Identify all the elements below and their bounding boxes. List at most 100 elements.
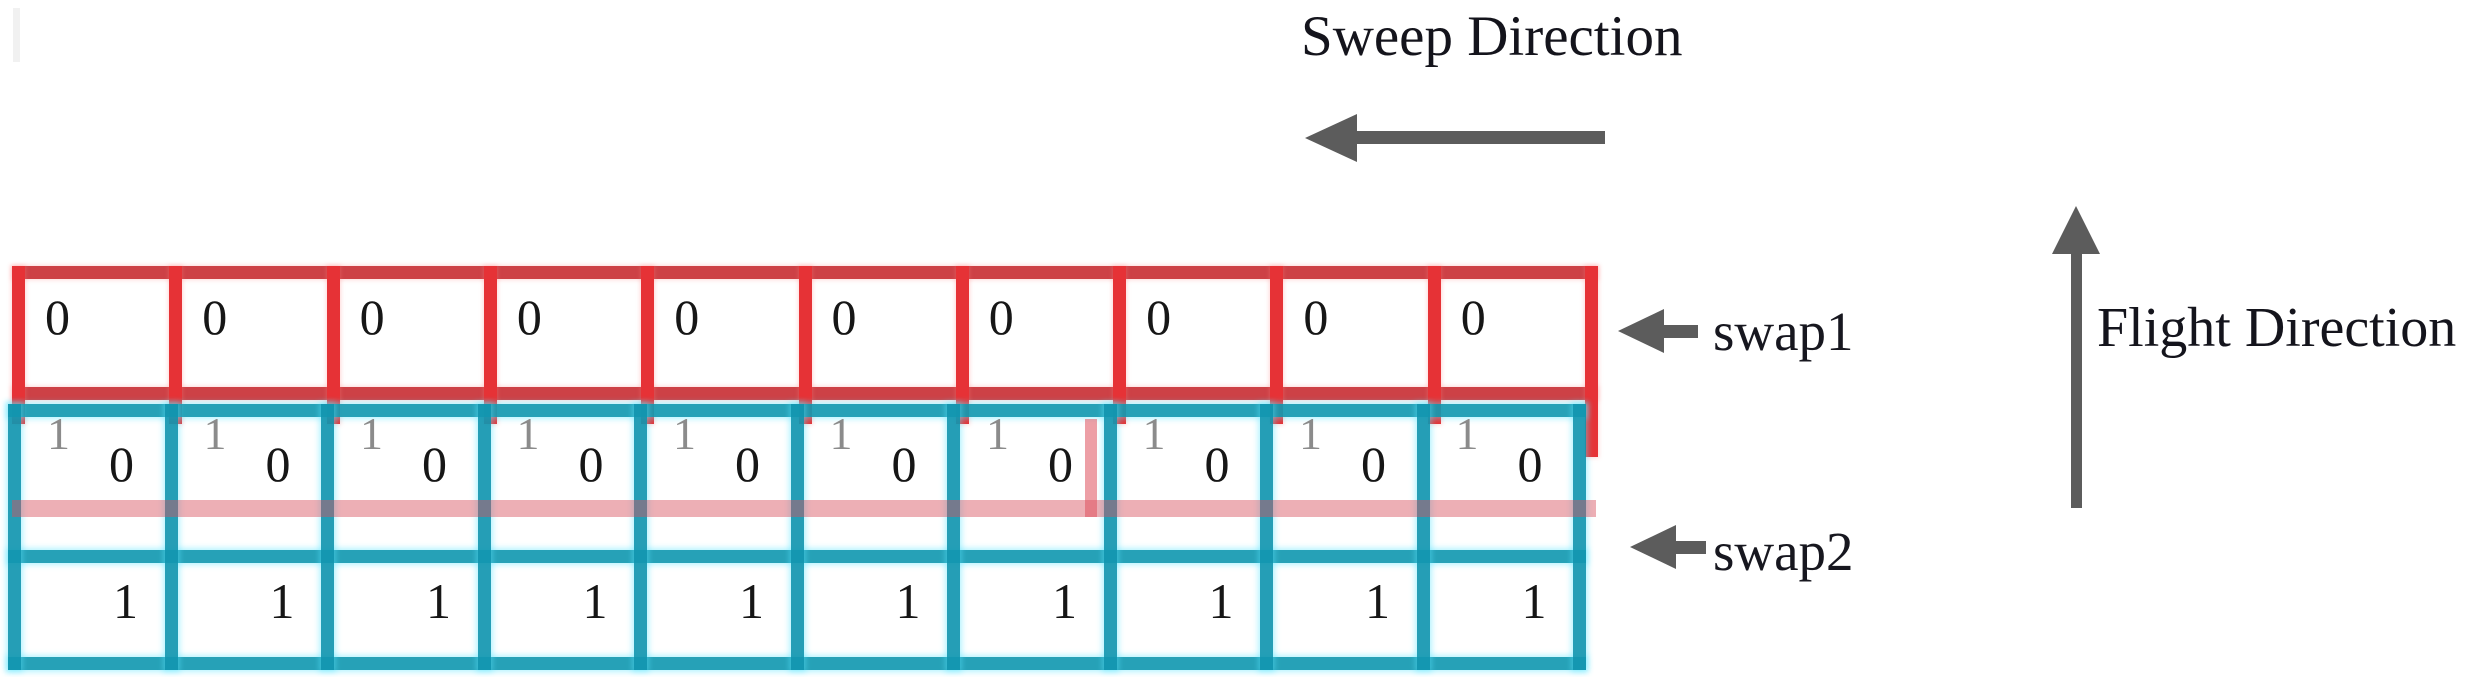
- grid-cell-bottom: 1: [1117, 563, 1261, 657]
- cyan-grid-vline: [947, 404, 960, 670]
- grid-cell-bottom: 1: [491, 563, 635, 657]
- grid-cell-swap1: 0: [497, 279, 641, 387]
- cell-ghost-value: 1: [673, 408, 696, 459]
- swap1-label: swap1: [1713, 301, 1854, 362]
- cell-value: 1: [1365, 573, 1390, 629]
- arrow-shaft: [1658, 325, 1698, 338]
- cell-value: 1: [1208, 573, 1234, 629]
- cell-ghost-value: 1: [1142, 408, 1166, 459]
- grid-cell-swap1: 0: [25, 279, 169, 387]
- cell-value: 0: [831, 289, 857, 345]
- cell-value: 0: [45, 289, 70, 345]
- cyan-grid-vline: [634, 404, 647, 670]
- grid-cell-swap1: 0: [1283, 279, 1427, 387]
- cell-ghost-value: 1: [47, 408, 70, 459]
- grid-cell-swap1: 0: [1126, 279, 1270, 387]
- sweep-direction-label: Sweep Direction: [1301, 5, 1683, 68]
- red-grid-vline: [1585, 266, 1598, 457]
- cyan-grid-vline: [164, 404, 178, 670]
- grid-cell-swap1: 0: [182, 279, 326, 387]
- cell-value: 0: [735, 436, 760, 492]
- grid-cell-bottom: 1: [1273, 563, 1417, 657]
- cell-value: 1: [113, 573, 138, 629]
- cyan-grid-vline: [8, 404, 21, 670]
- cell-ghost-value: 1: [1299, 408, 1322, 459]
- cyan-grid-vline: [1103, 404, 1117, 670]
- grid-cell-bottom: 1: [960, 563, 1104, 657]
- cell-value: 0: [578, 436, 604, 492]
- cell-value: 0: [202, 289, 228, 345]
- arrow-shaft: [2071, 250, 2082, 508]
- cell-value: 0: [1361, 436, 1386, 492]
- cell-value: 0: [422, 436, 447, 492]
- cell-value: 1: [426, 573, 451, 629]
- overlap-highlight-vline: [1085, 419, 1097, 517]
- grid-cell-swap1: 0: [340, 279, 484, 387]
- cyan-grid-vline: [477, 404, 491, 670]
- arrow-shaft: [1352, 131, 1605, 144]
- cell-ghost-value: 1: [1455, 408, 1479, 459]
- overlap-highlight-band: [12, 500, 1596, 517]
- cell-value: 0: [988, 289, 1014, 345]
- cell-ghost-value: 1: [203, 408, 227, 459]
- arrow-head: [1630, 525, 1676, 569]
- cell-value: 1: [269, 573, 295, 629]
- red-grid-vline: [798, 266, 812, 424]
- cell-value: 1: [582, 573, 608, 629]
- red-grid-vline: [483, 266, 497, 424]
- red-grid-vline: [169, 266, 183, 424]
- grid-cell-swap1: 0: [812, 279, 956, 387]
- cell-value: 1: [1052, 573, 1077, 629]
- cell-value: 0: [1517, 436, 1543, 492]
- cell-value: 1: [1521, 573, 1547, 629]
- cell-value: 1: [739, 573, 764, 629]
- grid-cell-bottom: 1: [804, 563, 948, 657]
- arrow-shaft: [1670, 541, 1706, 554]
- red-grid-vline: [12, 266, 25, 424]
- cyan-grid-vline: [1573, 404, 1586, 670]
- cyan-grid-vline: [321, 404, 334, 670]
- grid-cell-bottom: 1: [334, 563, 478, 657]
- arrow-head: [1618, 309, 1664, 353]
- cell-value: 0: [891, 436, 917, 492]
- cell-value: 0: [1146, 289, 1172, 345]
- cell-value: 0: [1204, 436, 1230, 492]
- red-grid-vline: [641, 266, 655, 424]
- cyan-grid-vline: [1416, 404, 1430, 670]
- red-grid-vline: [955, 266, 969, 424]
- cell-ghost-value: 1: [829, 408, 853, 459]
- cell-ghost-value: 1: [516, 408, 540, 459]
- cell-ghost-value: 1: [360, 408, 383, 459]
- swap1-strip: 0 0 0 0 0 0 0 0 0 0: [12, 266, 1598, 457]
- red-grid-vline: [1270, 266, 1284, 424]
- flight-direction-label: Flight Direction: [2097, 297, 2457, 359]
- cell-value: 0: [516, 289, 542, 345]
- swap2-label: swap2: [1713, 521, 1854, 582]
- cell-value: 0: [1460, 289, 1486, 345]
- cell-value: 1: [895, 573, 921, 629]
- arrow-head: [2052, 206, 2100, 254]
- cell-value: 0: [1048, 436, 1073, 492]
- red-grid-vline: [326, 266, 340, 424]
- red-grid-vline: [1427, 266, 1441, 424]
- grid-cell-swap1: 0: [654, 279, 798, 387]
- arrow-head: [1305, 114, 1357, 162]
- cell-ghost-value: 1: [986, 408, 1009, 459]
- cell-value: 0: [359, 289, 385, 345]
- cell-value: 0: [265, 436, 291, 492]
- cyan-grid-vline: [1260, 404, 1273, 670]
- cell-value: 0: [1303, 289, 1329, 345]
- scan-artifact: [13, 8, 20, 62]
- grid-cell-bottom: 1: [647, 563, 791, 657]
- cell-value: 0: [674, 289, 700, 345]
